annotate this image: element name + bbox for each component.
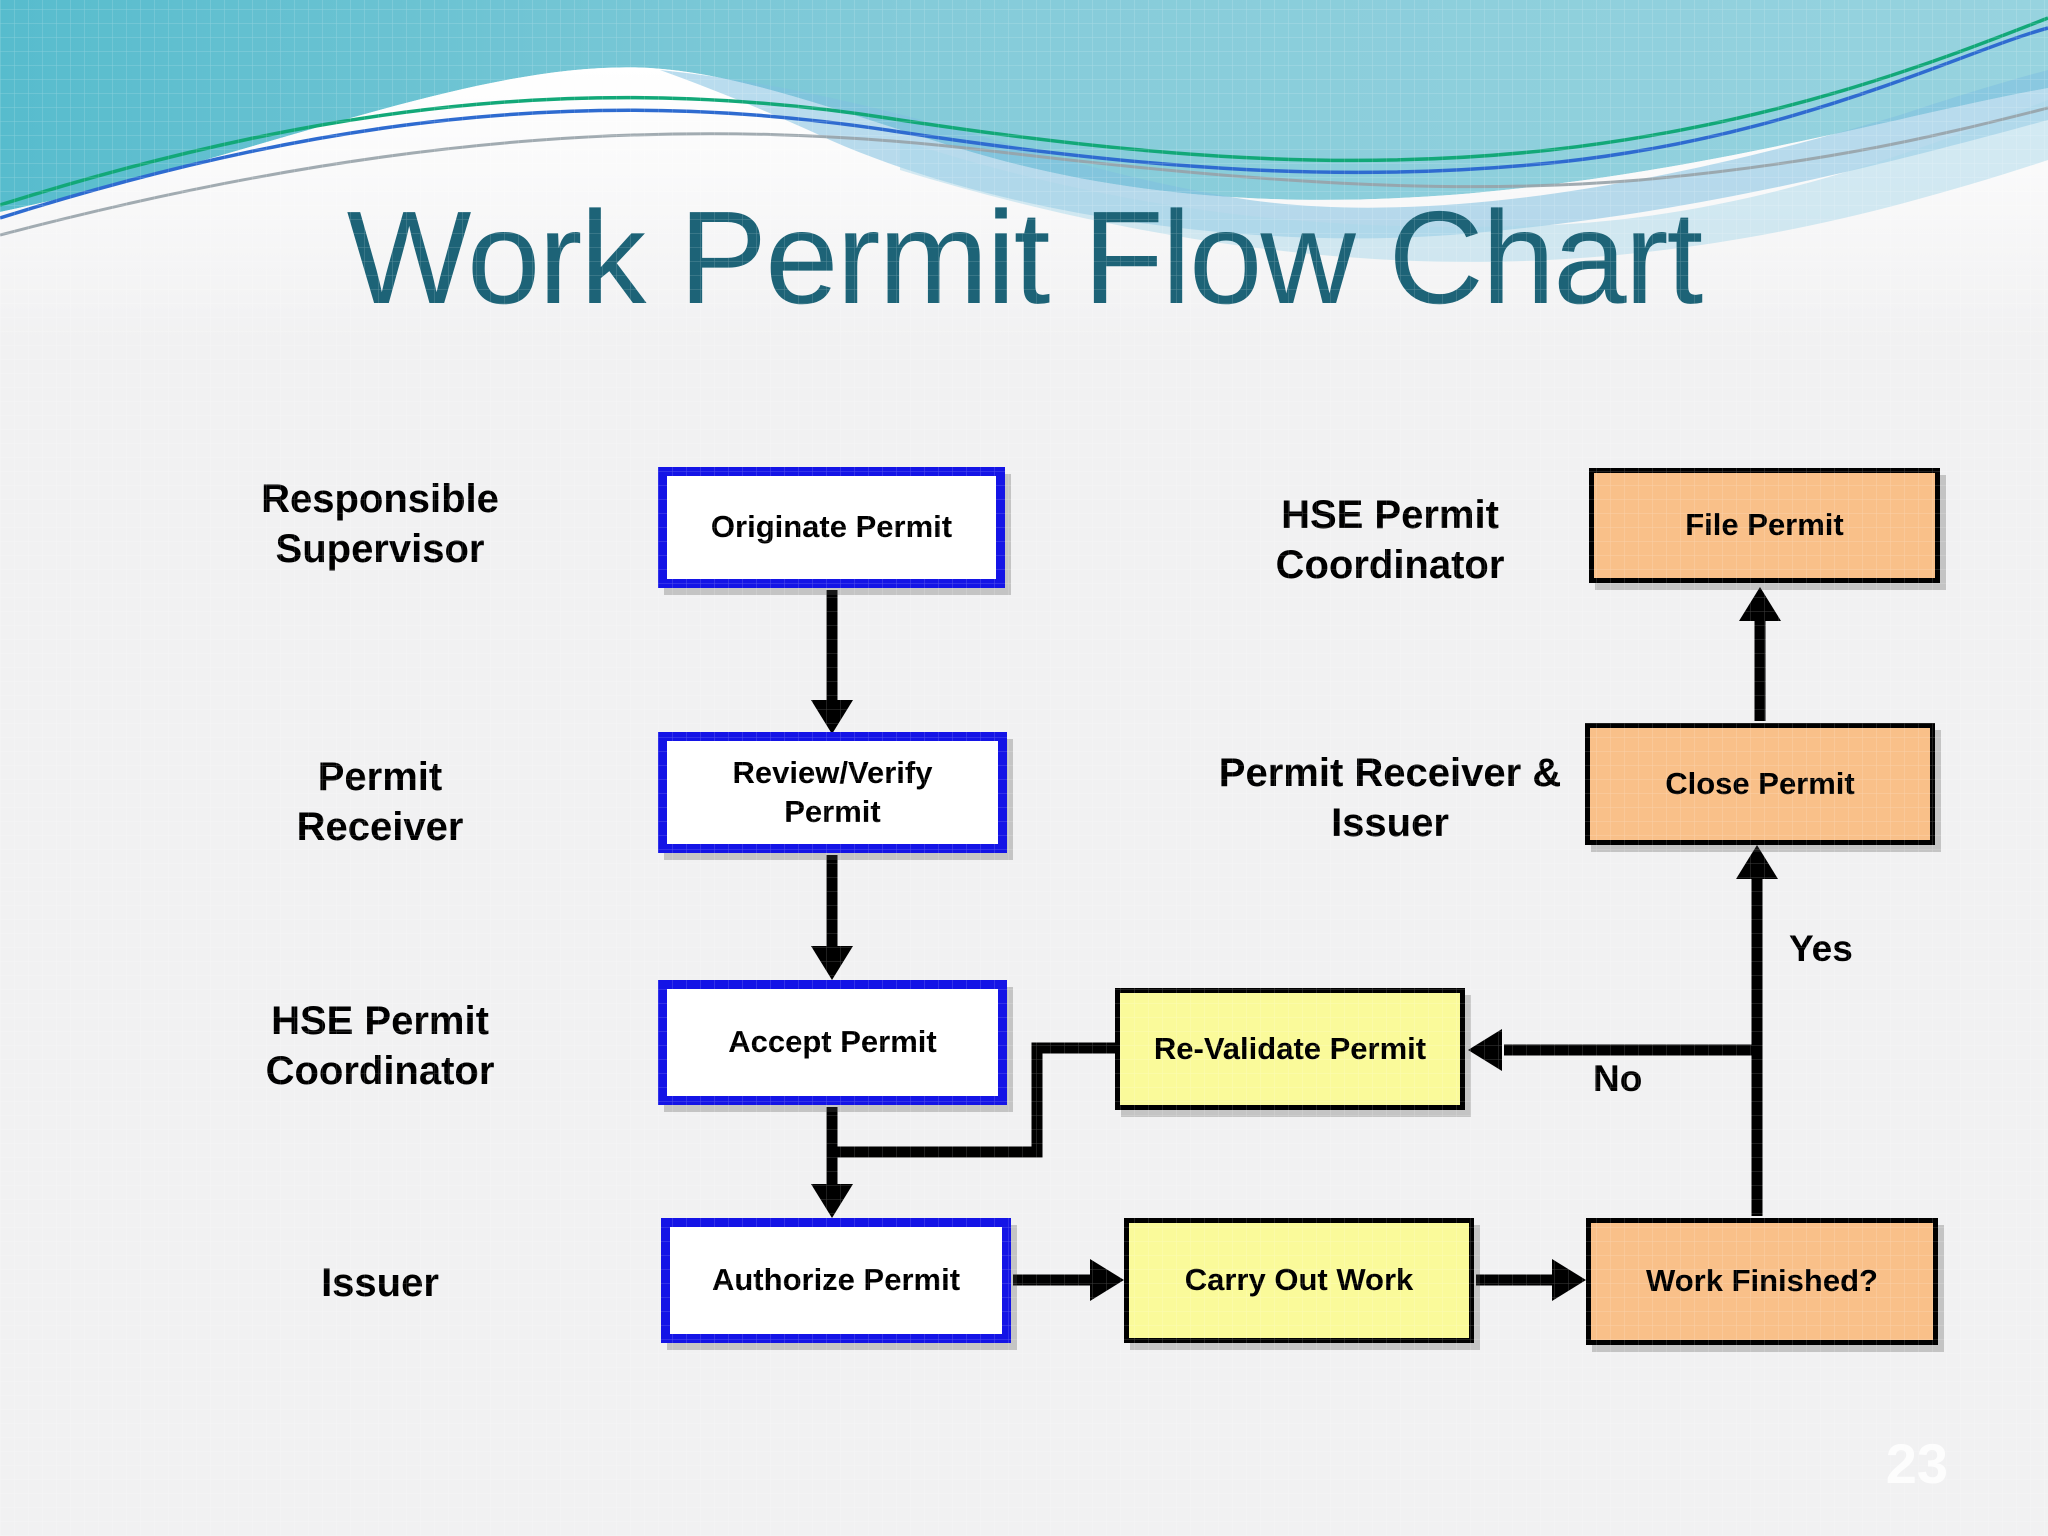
node-accept-permit-label: Accept Permit bbox=[728, 1024, 937, 1060]
node-originate-permit-label: Originate Permit bbox=[710, 509, 953, 545]
header-wave-decoration bbox=[0, 0, 2048, 340]
wave-band2-shape bbox=[900, 100, 2048, 263]
wave-sky-shape bbox=[0, 0, 2048, 212]
node-carry-out-work: Carry Out Work bbox=[1124, 1218, 1474, 1343]
arrowhead-into-workfinished bbox=[1552, 1259, 1586, 1301]
node-close-permit: Close Permit bbox=[1585, 723, 1935, 845]
arrowhead-into-file bbox=[1739, 587, 1781, 621]
arrowhead-into-close bbox=[1736, 845, 1778, 879]
node-review-verify-permit-label: Review/Verify Permit bbox=[732, 754, 933, 829]
lane-label-issuer: Issuer bbox=[321, 1261, 439, 1305]
wave-accent-line-blue bbox=[0, 26, 2048, 220]
node-originate-permit: Originate Permit bbox=[658, 467, 1005, 588]
node-authorize-permit-label: Authorize Permit bbox=[711, 1262, 961, 1298]
edge-label-yes: Yes bbox=[1789, 928, 1853, 969]
node-work-finished-label: Work Finished? bbox=[1646, 1263, 1878, 1299]
lane-label-responsible-supervisor: Responsible Supervisor bbox=[261, 477, 499, 571]
lane-label-hse-permit-coordinator: HSE Permit Coordinator bbox=[265, 999, 495, 1093]
arrowhead-into-carryout bbox=[1090, 1259, 1124, 1301]
slide-title: Work Permit Flow Chart bbox=[346, 184, 1703, 331]
node-work-finished: Work Finished? bbox=[1586, 1218, 1938, 1345]
edge-revalidate-return bbox=[830, 1042, 1115, 1158]
lane-label-permit-receiver: Permit Receiver bbox=[296, 755, 464, 849]
node-authorize-permit: Authorize Permit bbox=[661, 1218, 1011, 1343]
node-carry-out-work-label: Carry Out Work bbox=[1184, 1262, 1414, 1298]
arrowhead-into-review bbox=[811, 700, 853, 734]
node-revalidate-permit-label: Re-Validate Permit bbox=[1153, 1030, 1427, 1066]
node-review-verify-permit: Review/Verify Permit bbox=[658, 732, 1007, 853]
node-revalidate-permit: Re-Validate Permit bbox=[1115, 988, 1465, 1110]
edge-label-no: No bbox=[1593, 1058, 1643, 1099]
node-accept-permit: Accept Permit bbox=[658, 980, 1007, 1105]
arrowhead-into-accept bbox=[811, 946, 853, 980]
lane-label-permit-receiver-issuer: Permit Receiver & Issuer bbox=[1218, 751, 1562, 845]
arrowhead-into-revalidate bbox=[1468, 1029, 1502, 1071]
node-close-permit-label: Close Permit bbox=[1665, 765, 1855, 801]
slide-page-number: 23 bbox=[1885, 1432, 1948, 1495]
lane-label-hse-permit-coordinator-right: HSE Permit Coordinator bbox=[1275, 493, 1505, 587]
node-file-permit: File Permit bbox=[1589, 468, 1940, 583]
node-file-permit-label: File Permit bbox=[1685, 507, 1844, 543]
arrowhead-into-authorize bbox=[811, 1184, 853, 1218]
wave-accent-line-green bbox=[0, 16, 2048, 207]
wave-accent-line-gray bbox=[0, 106, 2048, 237]
